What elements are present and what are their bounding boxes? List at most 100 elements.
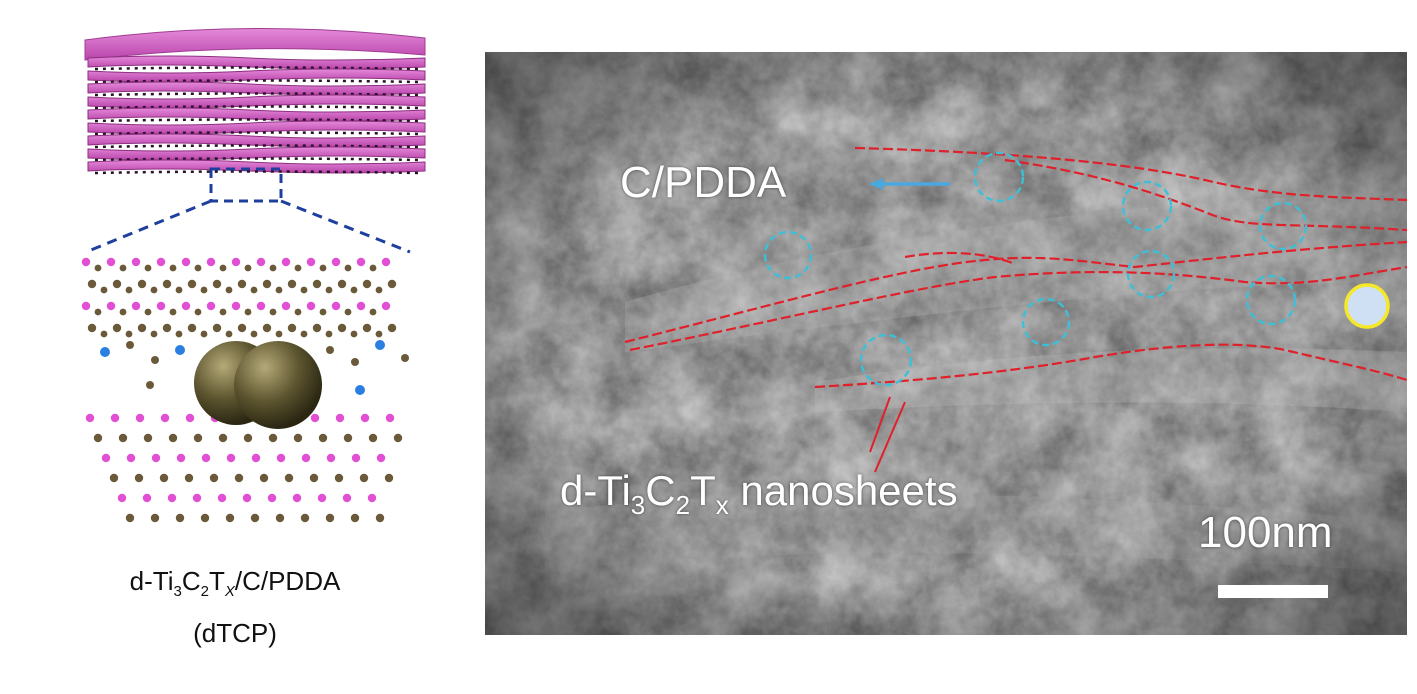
carbon-atom: [319, 308, 327, 316]
carbon-atom: [169, 264, 177, 272]
schematic-panel: d-Ti3C2TX/C/PDDA (dTCP): [0, 0, 470, 694]
carbon-atom: [312, 323, 322, 333]
nitrogen-atom: [100, 347, 110, 357]
carbon-atom: [144, 308, 152, 316]
carbon-atom: [159, 473, 169, 483]
titanium-atom: [181, 257, 191, 267]
particle-circle: [1258, 201, 1308, 251]
titanium-atom: [292, 493, 302, 503]
sheet-outline-1: [854, 146, 1407, 202]
carbon-atom: [384, 473, 394, 483]
carbon-atom: [294, 264, 302, 272]
titanium-atom: [181, 301, 191, 311]
stack-sheet: [87, 159, 426, 174]
scale-bar-label: 100nm: [1198, 508, 1333, 557]
carbon-atom: [300, 330, 308, 338]
titanium-atom: [326, 453, 336, 463]
carbon-atom: [200, 513, 210, 523]
carbon-atom: [219, 264, 227, 272]
particle-circle: [1245, 274, 1297, 326]
carbon-atom: [218, 433, 228, 443]
carbon-atom: [300, 286, 308, 294]
schematic-illustration: [81, 27, 426, 523]
titanium-atom: [385, 413, 395, 423]
titanium-atom: [81, 301, 91, 311]
stack-sheet: [87, 107, 426, 122]
nitrogen-atom: [175, 345, 185, 355]
label-cpdda: C/PDDA: [620, 158, 787, 207]
carbon-atom: [225, 513, 235, 523]
carbon-atom: [294, 308, 302, 316]
label-nanosheets: d-Ti3C2Tx nanosheets: [560, 467, 958, 520]
zoom-box: [209, 167, 283, 203]
stack-sheet: [87, 55, 426, 70]
titanium-atom: [85, 413, 95, 423]
titanium-atom: [381, 257, 391, 267]
titanium-atom: [81, 257, 91, 267]
carbon-atom: [200, 330, 208, 338]
titanium-atom: [342, 493, 352, 503]
titanium-atom: [226, 453, 236, 463]
nitrogen-atom: [375, 340, 385, 350]
titanium-atom: [335, 413, 345, 423]
titanium-atom: [206, 257, 216, 267]
carbon-atom: [284, 473, 294, 483]
carbon-atom: [212, 279, 222, 289]
nitrogen-atom: [355, 385, 365, 395]
carbon-atom: [351, 358, 359, 366]
titanium-atom: [276, 453, 286, 463]
carbon-atom: [184, 473, 194, 483]
carbon-atom: [194, 264, 202, 272]
carbon-atom: [325, 330, 333, 338]
titanium-atom: [360, 413, 370, 423]
carbon-atom: [369, 308, 377, 316]
intercalated-layer: [100, 340, 409, 395]
stack-gap: [94, 105, 421, 110]
carbon-atom: [401, 354, 409, 362]
carbon-atom: [387, 279, 397, 289]
titanium-atom: [106, 301, 116, 311]
titanium-atom: [356, 301, 366, 311]
carbon-atom: [194, 308, 202, 316]
titanium-atom: [281, 301, 291, 311]
carbon-atom: [143, 433, 153, 443]
highlighted-particle: [1344, 283, 1390, 329]
titanium-atom: [201, 453, 211, 463]
carbon-atom: [243, 433, 253, 443]
titanium-atom: [267, 493, 277, 503]
nanosheet-outlines: [624, 146, 1407, 389]
carbon-atom: [94, 264, 102, 272]
carbon-atom: [319, 264, 327, 272]
carbon-atom: [137, 279, 147, 289]
stack-gap: [94, 92, 421, 97]
carbon-atom: [109, 473, 119, 483]
carbon-atom: [369, 264, 377, 272]
carbon-atom: [175, 330, 183, 338]
layered-stack: [84, 27, 426, 175]
schematic-caption-formula: d-Ti3C2TX/C/PDDA: [129, 566, 341, 600]
titanium-atom: [351, 453, 361, 463]
carbon-atom: [162, 279, 172, 289]
titanium-atom: [192, 493, 202, 503]
carbon-atom: [268, 433, 278, 443]
carbon-atom: [209, 473, 219, 483]
titanium-atom: [231, 257, 241, 267]
carbon-atom: [237, 323, 247, 333]
carbon-atom: [94, 308, 102, 316]
carbon-atom: [237, 279, 247, 289]
stack-sheet: [87, 133, 426, 148]
carbon-atom: [334, 473, 344, 483]
carbon-atom: [175, 513, 185, 523]
carbon-atom: [125, 286, 133, 294]
carbon-atom: [375, 330, 383, 338]
carbon-atom: [225, 286, 233, 294]
carbon-atom: [275, 286, 283, 294]
stack-sheet: [87, 81, 426, 96]
carbon-atom: [187, 323, 197, 333]
titanium-atom: [106, 257, 116, 267]
titanium-atom: [301, 453, 311, 463]
titanium-atom: [151, 453, 161, 463]
carbon-atom: [343, 433, 353, 443]
particle-markers: [763, 151, 1308, 387]
carbon-atom: [225, 330, 233, 338]
